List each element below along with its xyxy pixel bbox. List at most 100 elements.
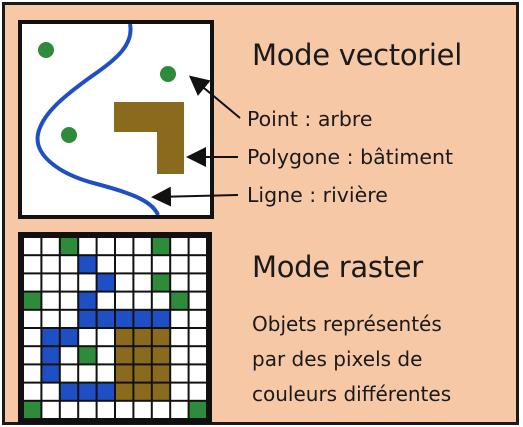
raster-cell-river [97, 274, 114, 291]
raster-cell-empty [171, 238, 188, 255]
raster-cell-empty [152, 256, 170, 273]
raster-cell-empty [42, 310, 59, 327]
raster-cell-building [116, 365, 133, 382]
raster-description-line-2: par des pixels de [252, 347, 423, 371]
raster-cell-river [134, 310, 151, 327]
raster-cell-empty [79, 238, 96, 255]
raster-cell-empty [79, 274, 96, 291]
raster-cell-empty [24, 238, 41, 255]
raster-cell-river [79, 292, 96, 309]
raster-cell-river [42, 365, 59, 382]
vector-mode-title: Mode vectoriel [252, 38, 462, 72]
raster-cell-tree [24, 292, 41, 309]
raster-cell-empty [24, 256, 41, 273]
raster-description-line-1: Objets représentés [252, 312, 442, 336]
tree-point [38, 42, 54, 58]
raster-cell-empty [24, 383, 41, 400]
raster-cell-empty [60, 310, 78, 327]
river-line [35, 24, 160, 215]
raster-cell-empty [60, 292, 78, 309]
raster-cell-river [116, 310, 133, 327]
raster-cell-building [134, 347, 151, 364]
raster-cell-empty [42, 383, 59, 400]
raster-cell-tree [171, 292, 188, 309]
raster-cell-building [152, 329, 170, 346]
raster-cell-building [134, 365, 151, 382]
raster-cell-river [60, 383, 78, 400]
raster-cell-river [152, 310, 170, 327]
raster-cell-empty [134, 256, 151, 273]
raster-cell-building [152, 347, 170, 364]
raster-cell-empty [189, 256, 206, 273]
raster-cell-empty [97, 256, 114, 273]
raster-cell-empty [97, 401, 114, 418]
tree-point [160, 66, 176, 82]
raster-cell-empty [24, 365, 41, 382]
raster-grid [24, 238, 206, 418]
vector-map-panel [18, 20, 214, 219]
raster-cell-empty [189, 310, 206, 327]
raster-cell-empty [24, 329, 41, 346]
raster-cell-river [97, 310, 114, 327]
raster-cell-empty [189, 238, 206, 255]
raster-cell-empty [42, 256, 59, 273]
raster-cell-building [134, 383, 151, 400]
raster-cell-tree [79, 347, 96, 364]
raster-cell-building [116, 383, 133, 400]
raster-cell-tree [60, 238, 78, 255]
raster-map-panel [18, 232, 212, 424]
vector-map [35, 24, 184, 215]
line-label: Ligne : rivière [247, 183, 388, 207]
raster-cell-tree [152, 238, 170, 255]
raster-cell-river [42, 347, 59, 364]
raster-cell-empty [97, 347, 114, 364]
point-label: Point : arbre [247, 107, 373, 131]
raster-cell-tree [189, 401, 206, 418]
raster-cell-empty [189, 292, 206, 309]
raster-cell-river [79, 310, 96, 327]
raster-cell-empty [189, 347, 206, 364]
raster-cell-empty [152, 292, 170, 309]
raster-cell-empty [134, 292, 151, 309]
raster-cell-river [79, 383, 96, 400]
raster-cell-building [152, 383, 170, 400]
raster-cell-building [116, 329, 133, 346]
raster-cell-empty [24, 310, 41, 327]
raster-cell-empty [171, 383, 188, 400]
raster-cell-empty [171, 347, 188, 364]
raster-cell-empty [60, 256, 78, 273]
raster-cell-river [79, 256, 96, 273]
polygon-label: Polygone : bâtiment [247, 145, 454, 169]
raster-cell-empty [171, 256, 188, 273]
raster-cell-empty [60, 401, 78, 418]
raster-cell-empty [116, 401, 133, 418]
raster-cell-empty [97, 292, 114, 309]
raster-cell-empty [79, 329, 96, 346]
raster-description-line-3: couleurs différentes [252, 382, 452, 406]
raster-cell-empty [42, 401, 59, 418]
raster-cell-empty [42, 238, 59, 255]
raster-cell-building [116, 347, 133, 364]
raster-cell-empty [60, 347, 78, 364]
raster-cell-empty [171, 310, 188, 327]
raster-cell-empty [189, 383, 206, 400]
raster-cell-empty [189, 365, 206, 382]
raster-cell-building [134, 329, 151, 346]
raster-cell-empty [171, 329, 188, 346]
raster-cell-empty [171, 365, 188, 382]
raster-cell-empty [97, 329, 114, 346]
raster-cell-empty [60, 274, 78, 291]
raster-cell-empty [134, 238, 151, 255]
raster-cell-empty [60, 365, 78, 382]
raster-cell-river [60, 329, 78, 346]
raster-cell-empty [24, 347, 41, 364]
raster-cell-empty [134, 274, 151, 291]
raster-cell-empty [134, 401, 151, 418]
raster-cell-river [42, 329, 59, 346]
raster-cell-empty [79, 401, 96, 418]
raster-cell-empty [171, 401, 188, 418]
raster-cell-empty [97, 238, 114, 255]
raster-cell-empty [152, 401, 170, 418]
raster-cell-tree [152, 274, 170, 291]
raster-mode-title: Mode raster [252, 250, 423, 284]
